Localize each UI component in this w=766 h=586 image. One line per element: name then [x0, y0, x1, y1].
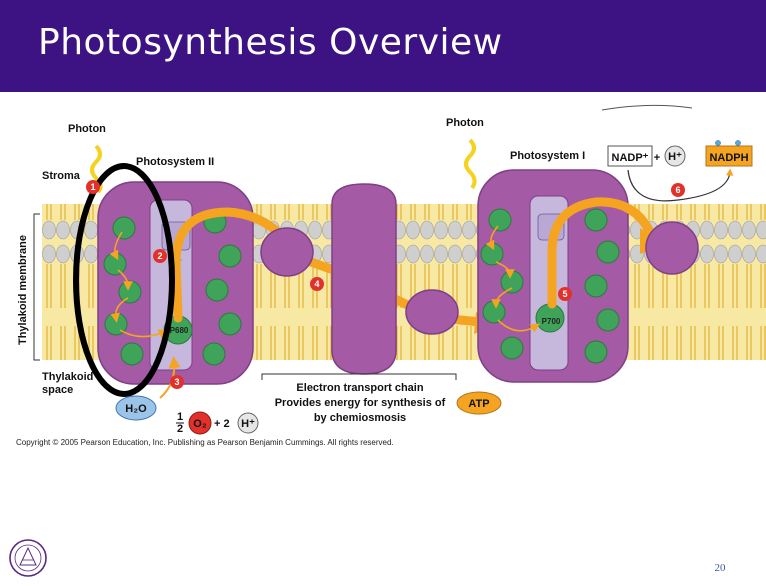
energy-transfer-arrow	[495, 261, 515, 279]
electron-dot	[715, 140, 721, 146]
etc-label-line2: Provides energy for synthesis of	[275, 397, 446, 409]
step-5-label: 5	[562, 289, 567, 299]
nadp-reductase	[645, 221, 699, 275]
half-denominator: 2	[177, 423, 183, 435]
etc-label-line3: by chemiosmosis	[314, 412, 406, 424]
water-molecule	[115, 395, 157, 421]
photosynthesis-diagram: Thylakoid membrane P680 e⁻	[16, 104, 766, 447]
step-3-label: 3	[174, 377, 179, 387]
energy-transfer-arrow	[117, 269, 133, 291]
nadp-h-ion: H⁺	[668, 151, 682, 163]
page-number: 20	[714, 562, 726, 574]
step-6-marker	[671, 183, 685, 197]
chlorophyll	[205, 278, 229, 302]
chlorophyll	[488, 208, 512, 232]
atp-label: ATP	[468, 398, 489, 410]
etc-label-line1: Electron transport chain	[296, 382, 423, 394]
chlorophyll	[584, 274, 608, 298]
thylakoid-membrane-label: Thylakoid membrane	[17, 235, 29, 345]
step-3-marker	[170, 375, 184, 389]
o2-label: O₂	[193, 418, 207, 430]
atp-badge	[456, 391, 502, 415]
photosystem-ii-label: Photosystem II	[136, 156, 214, 168]
nadp-box	[607, 145, 653, 167]
step-6-label: 6	[675, 185, 680, 195]
nadph-label: NADPH	[709, 152, 748, 164]
proton-ion	[664, 145, 686, 167]
p680-label: P680	[170, 326, 189, 335]
energy-transfer-arrow	[497, 319, 541, 333]
copyright-text: Copyright © 2005 Pearson Education, Inc.…	[16, 438, 394, 447]
step-4-marker	[310, 277, 324, 291]
energy-transfer-arrow	[485, 225, 499, 251]
energy-transfer-arrow	[119, 329, 169, 339]
chlorophyll	[596, 240, 620, 264]
step-2-label: 2	[157, 251, 162, 261]
photosystem-i-label: Photosystem I	[510, 150, 585, 162]
chlorophyll	[482, 300, 506, 324]
membrane-bracket	[33, 213, 40, 361]
nadp-plus: +	[654, 152, 660, 164]
chlorophyll	[218, 244, 242, 268]
etc-bracket	[261, 373, 457, 380]
photon-label-left: Photon	[68, 123, 106, 135]
chlorophyll	[584, 208, 608, 232]
step-5-marker	[558, 287, 572, 301]
energy-transfer-arrow	[491, 287, 513, 309]
energy-transfer-arrow	[110, 297, 129, 323]
chlorophyll	[112, 216, 136, 240]
p700-label: P700	[542, 317, 561, 326]
photon-label-right: Photon	[446, 117, 484, 129]
stroma-label: Stroma	[42, 170, 81, 182]
chlorophyll	[218, 312, 242, 336]
chlorophyll	[103, 252, 127, 276]
plastocyanin	[405, 289, 459, 335]
cytochrome-complex	[331, 183, 397, 375]
highlight-oval	[73, 163, 175, 397]
half-numerator: 1	[177, 411, 183, 423]
step-4-label: 4	[314, 279, 319, 289]
energy-transfer-arrow	[109, 231, 123, 261]
title-bar: Photosynthesis Overview	[0, 0, 766, 92]
chlorophyll	[202, 342, 226, 366]
step-2-marker	[153, 249, 167, 263]
chlorophyll-group-ii	[103, 210, 242, 366]
photon-wave-right	[464, 138, 477, 190]
chlorophyll	[500, 336, 524, 360]
university-seal-icon	[9, 539, 47, 577]
annotation-line	[601, 104, 693, 111]
chlorophyll	[500, 270, 524, 294]
nadph-box	[705, 145, 753, 167]
electron-flow-arrow-5	[547, 197, 657, 309]
plus-two-label: + 2	[214, 418, 230, 430]
step-1-label: 1	[90, 182, 95, 192]
thylakoid-space-label-1: Thylakoid	[42, 371, 93, 383]
oxygen-molecule	[188, 411, 212, 435]
thylakoid-space-label-2: space	[42, 384, 73, 396]
plastoquinone	[260, 227, 314, 277]
chlorophyll	[118, 280, 142, 304]
electron-dot	[735, 140, 741, 146]
nadph-reaction-arrow	[627, 168, 734, 202]
chlorophyll	[120, 342, 144, 366]
proton-ion	[237, 412, 259, 434]
h-bottom-label: H⁺	[241, 418, 255, 430]
electron-flow-arrow-1	[171, 207, 291, 323]
chlorophyll	[596, 308, 620, 332]
h2o-label: H₂O	[125, 403, 147, 415]
chlorophyll	[480, 242, 504, 266]
chlorophyll	[584, 340, 608, 364]
page-title: Photosynthesis Overview	[38, 22, 503, 63]
nadp-label: NADP⁺	[612, 152, 649, 164]
step-1-marker	[86, 180, 100, 194]
